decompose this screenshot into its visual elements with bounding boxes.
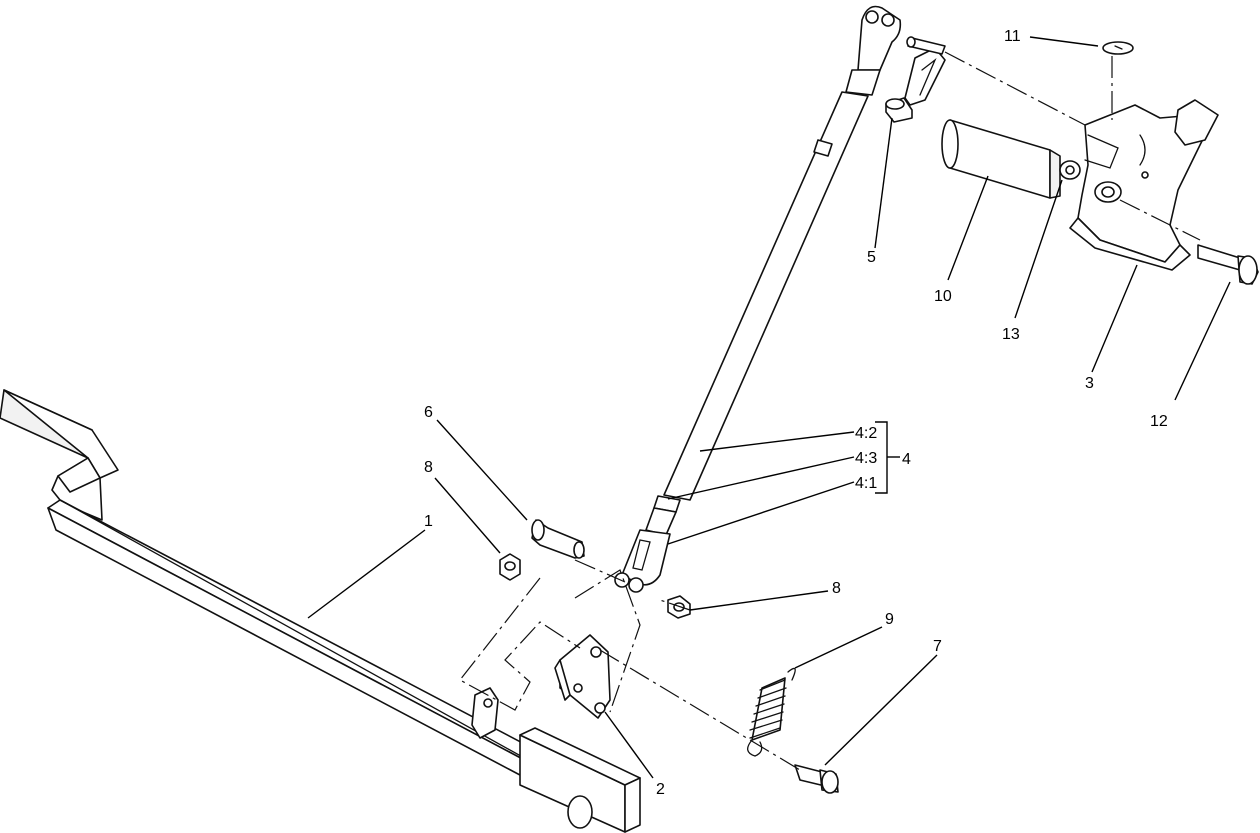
leader-lines — [307, 36, 1231, 779]
callout-4: 4 — [902, 451, 911, 468]
callout-6: 6 — [424, 404, 433, 421]
callout-11: 11 — [1004, 28, 1021, 45]
part-8-nut-left — [499, 553, 521, 581]
callout-10: 10 — [934, 288, 952, 305]
callout-13: 13 — [1002, 326, 1020, 343]
part-4-rod-assembly — [614, 5, 902, 593]
part-10-spacer-tube — [941, 119, 1061, 199]
link-spring-clip — [904, 36, 946, 106]
callout-12: 12 — [1150, 413, 1168, 430]
callout-1: 1 — [424, 513, 433, 530]
part-2-bracket — [554, 634, 611, 719]
part-6-clevis-pin — [531, 519, 585, 559]
part-8-nut-right — [667, 595, 691, 619]
callout-2: 2 — [656, 781, 665, 798]
part-7-bolt — [794, 764, 839, 794]
part-12-shoulder-bolt — [1197, 244, 1259, 285]
part-4-2-rod — [663, 91, 869, 501]
part-9-extension-spring — [747, 667, 796, 757]
callout-7: 7 — [933, 638, 942, 655]
callout-3: 3 — [1085, 375, 1094, 392]
part-11-clip — [1102, 41, 1134, 55]
part-3-mounting-plate — [1069, 99, 1219, 271]
callout-5: 5 — [867, 249, 876, 266]
callout-4-1: 4:1 — [855, 475, 877, 492]
assembly-center-lines — [459, 51, 1201, 771]
callout-labels: 1 2 3 4 4:2 4:3 4:1 5 6 7 8 8 9 10 11 12… — [424, 28, 1168, 798]
part-4-top-clevis — [845, 5, 902, 96]
callout-4-3: 4:3 — [855, 450, 877, 467]
callout-4-2: 4:2 — [855, 425, 877, 442]
part-5-bushing — [885, 97, 913, 123]
callout-8-left: 8 — [424, 459, 433, 476]
callout-9: 9 — [885, 611, 894, 628]
part-4-1-clevis — [614, 507, 677, 593]
callout-8-right: 8 — [832, 580, 841, 597]
part-13-nut — [1059, 160, 1081, 180]
part-1-pedal-lever — [0, 389, 641, 833]
